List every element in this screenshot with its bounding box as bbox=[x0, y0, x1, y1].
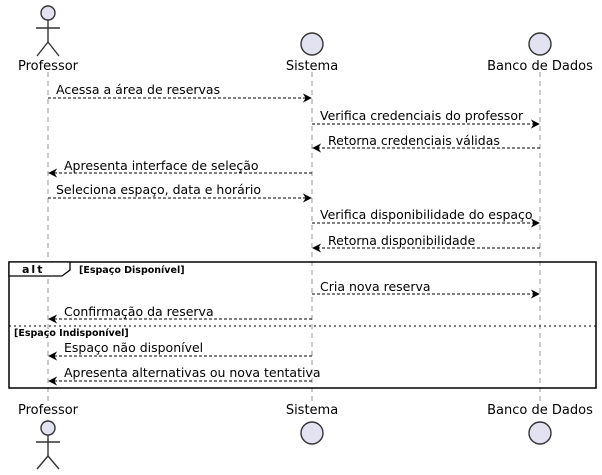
participant-professor-bottom-label: Professor bbox=[18, 403, 79, 418]
alt-fragment-tab bbox=[8, 261, 71, 277]
message-label-8: Confirmação da reserva bbox=[64, 304, 214, 319]
actor-professor-bottom-icon bbox=[36, 420, 60, 470]
participant-sistema-top-label: Sistema bbox=[286, 59, 338, 74]
alt-guard-unavailable: [Espaço Indisponível] bbox=[14, 328, 129, 339]
participant-sistema-bottom-label: Sistema bbox=[286, 403, 338, 418]
message-label-5: Verifica disponibilidade do espaço bbox=[320, 207, 533, 222]
message-label-0: Acessa a área de reservas bbox=[56, 82, 220, 97]
entity-banco-top-icon bbox=[528, 32, 552, 56]
message-label-3: Apresenta interface de seleção bbox=[64, 158, 259, 173]
message-label-6: Retorna disponibilidade bbox=[328, 233, 476, 248]
participant-banco-top-label: Banco de Dados bbox=[487, 59, 593, 74]
message-label-1: Verifica credenciais do professor bbox=[320, 108, 524, 123]
alt-operator-label: alt bbox=[22, 263, 44, 276]
message-label-7: Cria nova reserva bbox=[320, 279, 431, 294]
message-label-4: Seleciona espaço, data e horário bbox=[56, 182, 261, 197]
participant-banco-bottom-label: Banco de Dados bbox=[487, 403, 593, 418]
participant-professor-top-label: Professor bbox=[18, 59, 79, 74]
alt-fragment-frame bbox=[8, 261, 597, 389]
alt-guard-available: [Espaço Disponível] bbox=[79, 265, 185, 276]
message-label-2: Retorna credenciais válidas bbox=[328, 133, 500, 148]
actor-professor-top-icon bbox=[36, 5, 60, 57]
message-label-10: Apresenta alternativas ou nova tentativa bbox=[64, 365, 321, 380]
entity-sistema-top-icon bbox=[300, 32, 324, 56]
entity-sistema-bottom-icon bbox=[300, 421, 324, 445]
message-label-9: Espaço não disponível bbox=[64, 340, 203, 355]
entity-banco-bottom-icon bbox=[528, 421, 552, 445]
